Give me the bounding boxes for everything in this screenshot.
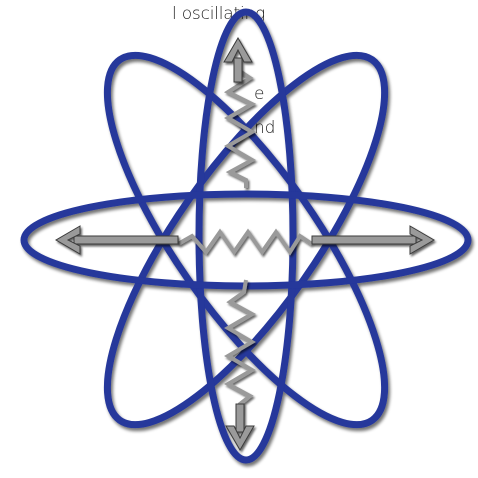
arrow-right <box>312 226 434 254</box>
